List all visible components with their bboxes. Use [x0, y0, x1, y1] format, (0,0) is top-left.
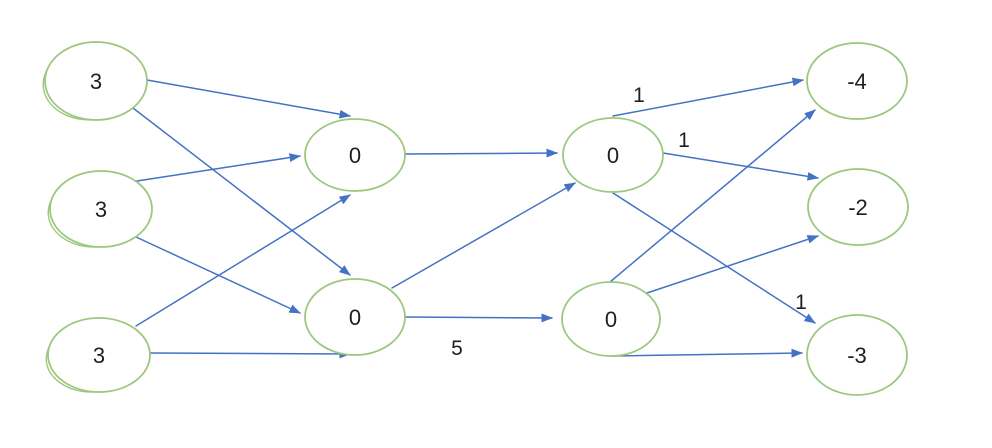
edge-h1b-h2a	[391, 182, 576, 289]
node-ellipse-h1a	[304, 118, 406, 192]
edge-h2a-o3	[612, 192, 816, 324]
edge-h2a-o1	[612, 77, 804, 117]
edge-weight-label-h2a-o1: 1	[633, 84, 645, 107]
node-label-h2b: 0	[605, 307, 617, 332]
node-label-o3: -3	[847, 343, 867, 368]
edge-i1-h1a	[146, 79, 351, 119]
edge-h2b-o3	[609, 348, 803, 358]
edges-layer	[132, 77, 819, 359]
edge-h2a-o2	[662, 152, 819, 181]
node-i3: 3	[45, 317, 151, 393]
node-h1a: 0	[304, 118, 406, 192]
edge-h1a-h2a	[404, 148, 558, 158]
node-ellipse-o1	[806, 42, 908, 120]
node-label-o2: -2	[848, 195, 868, 220]
edge-i3-h1a	[135, 194, 351, 327]
edge-labels-layer: 1 1 1 5	[451, 84, 807, 360]
nodes-layer: 3 3 3 0 0 0 0 -4 -2 -3	[42, 41, 909, 396]
node-ellipse-o3	[806, 314, 908, 396]
edge-h1b-h2b	[404, 313, 553, 323]
edge-i3-h1b	[149, 349, 351, 359]
node-i2: 3	[47, 170, 153, 248]
node-ellipse-o2	[807, 168, 909, 246]
node-label-o1: -4	[847, 69, 867, 94]
node-label-i3: 3	[93, 343, 105, 368]
edge-weight-label-h2a-o2: 1	[678, 129, 690, 152]
edge-weight-label-h2a-o3: 1	[795, 291, 807, 314]
node-ellipse-h2a	[562, 117, 664, 193]
edge-weight-label-h1b-h2b: 5	[451, 337, 463, 360]
edge-i2-h1a	[136, 153, 301, 182]
edge-h2b-o2	[646, 235, 819, 294]
node-label-h1b: 0	[349, 305, 361, 330]
node-h2a: 0	[562, 117, 664, 193]
node-ellipse-h2b	[561, 281, 661, 357]
node-i1: 3	[42, 41, 148, 121]
node-ellipse-i2	[49, 170, 153, 248]
node-h1b: 0	[304, 278, 406, 356]
node-label-h2a: 0	[607, 143, 619, 168]
node-ellipse-i3	[47, 317, 151, 393]
node-label-h1a: 0	[349, 143, 361, 168]
node-label-i2: 3	[95, 197, 107, 222]
node-o2: -2	[807, 168, 909, 246]
node-o3: -3	[806, 314, 908, 396]
edge-i1-h1b	[132, 107, 351, 276]
node-label-i1: 3	[90, 69, 102, 94]
node-o1: -4	[806, 42, 908, 120]
edge-h2b-o1	[609, 109, 816, 283]
node-ellipse-i1	[44, 41, 148, 121]
node-h2b: 0	[561, 281, 661, 357]
node-ellipse-h1b	[304, 278, 406, 356]
